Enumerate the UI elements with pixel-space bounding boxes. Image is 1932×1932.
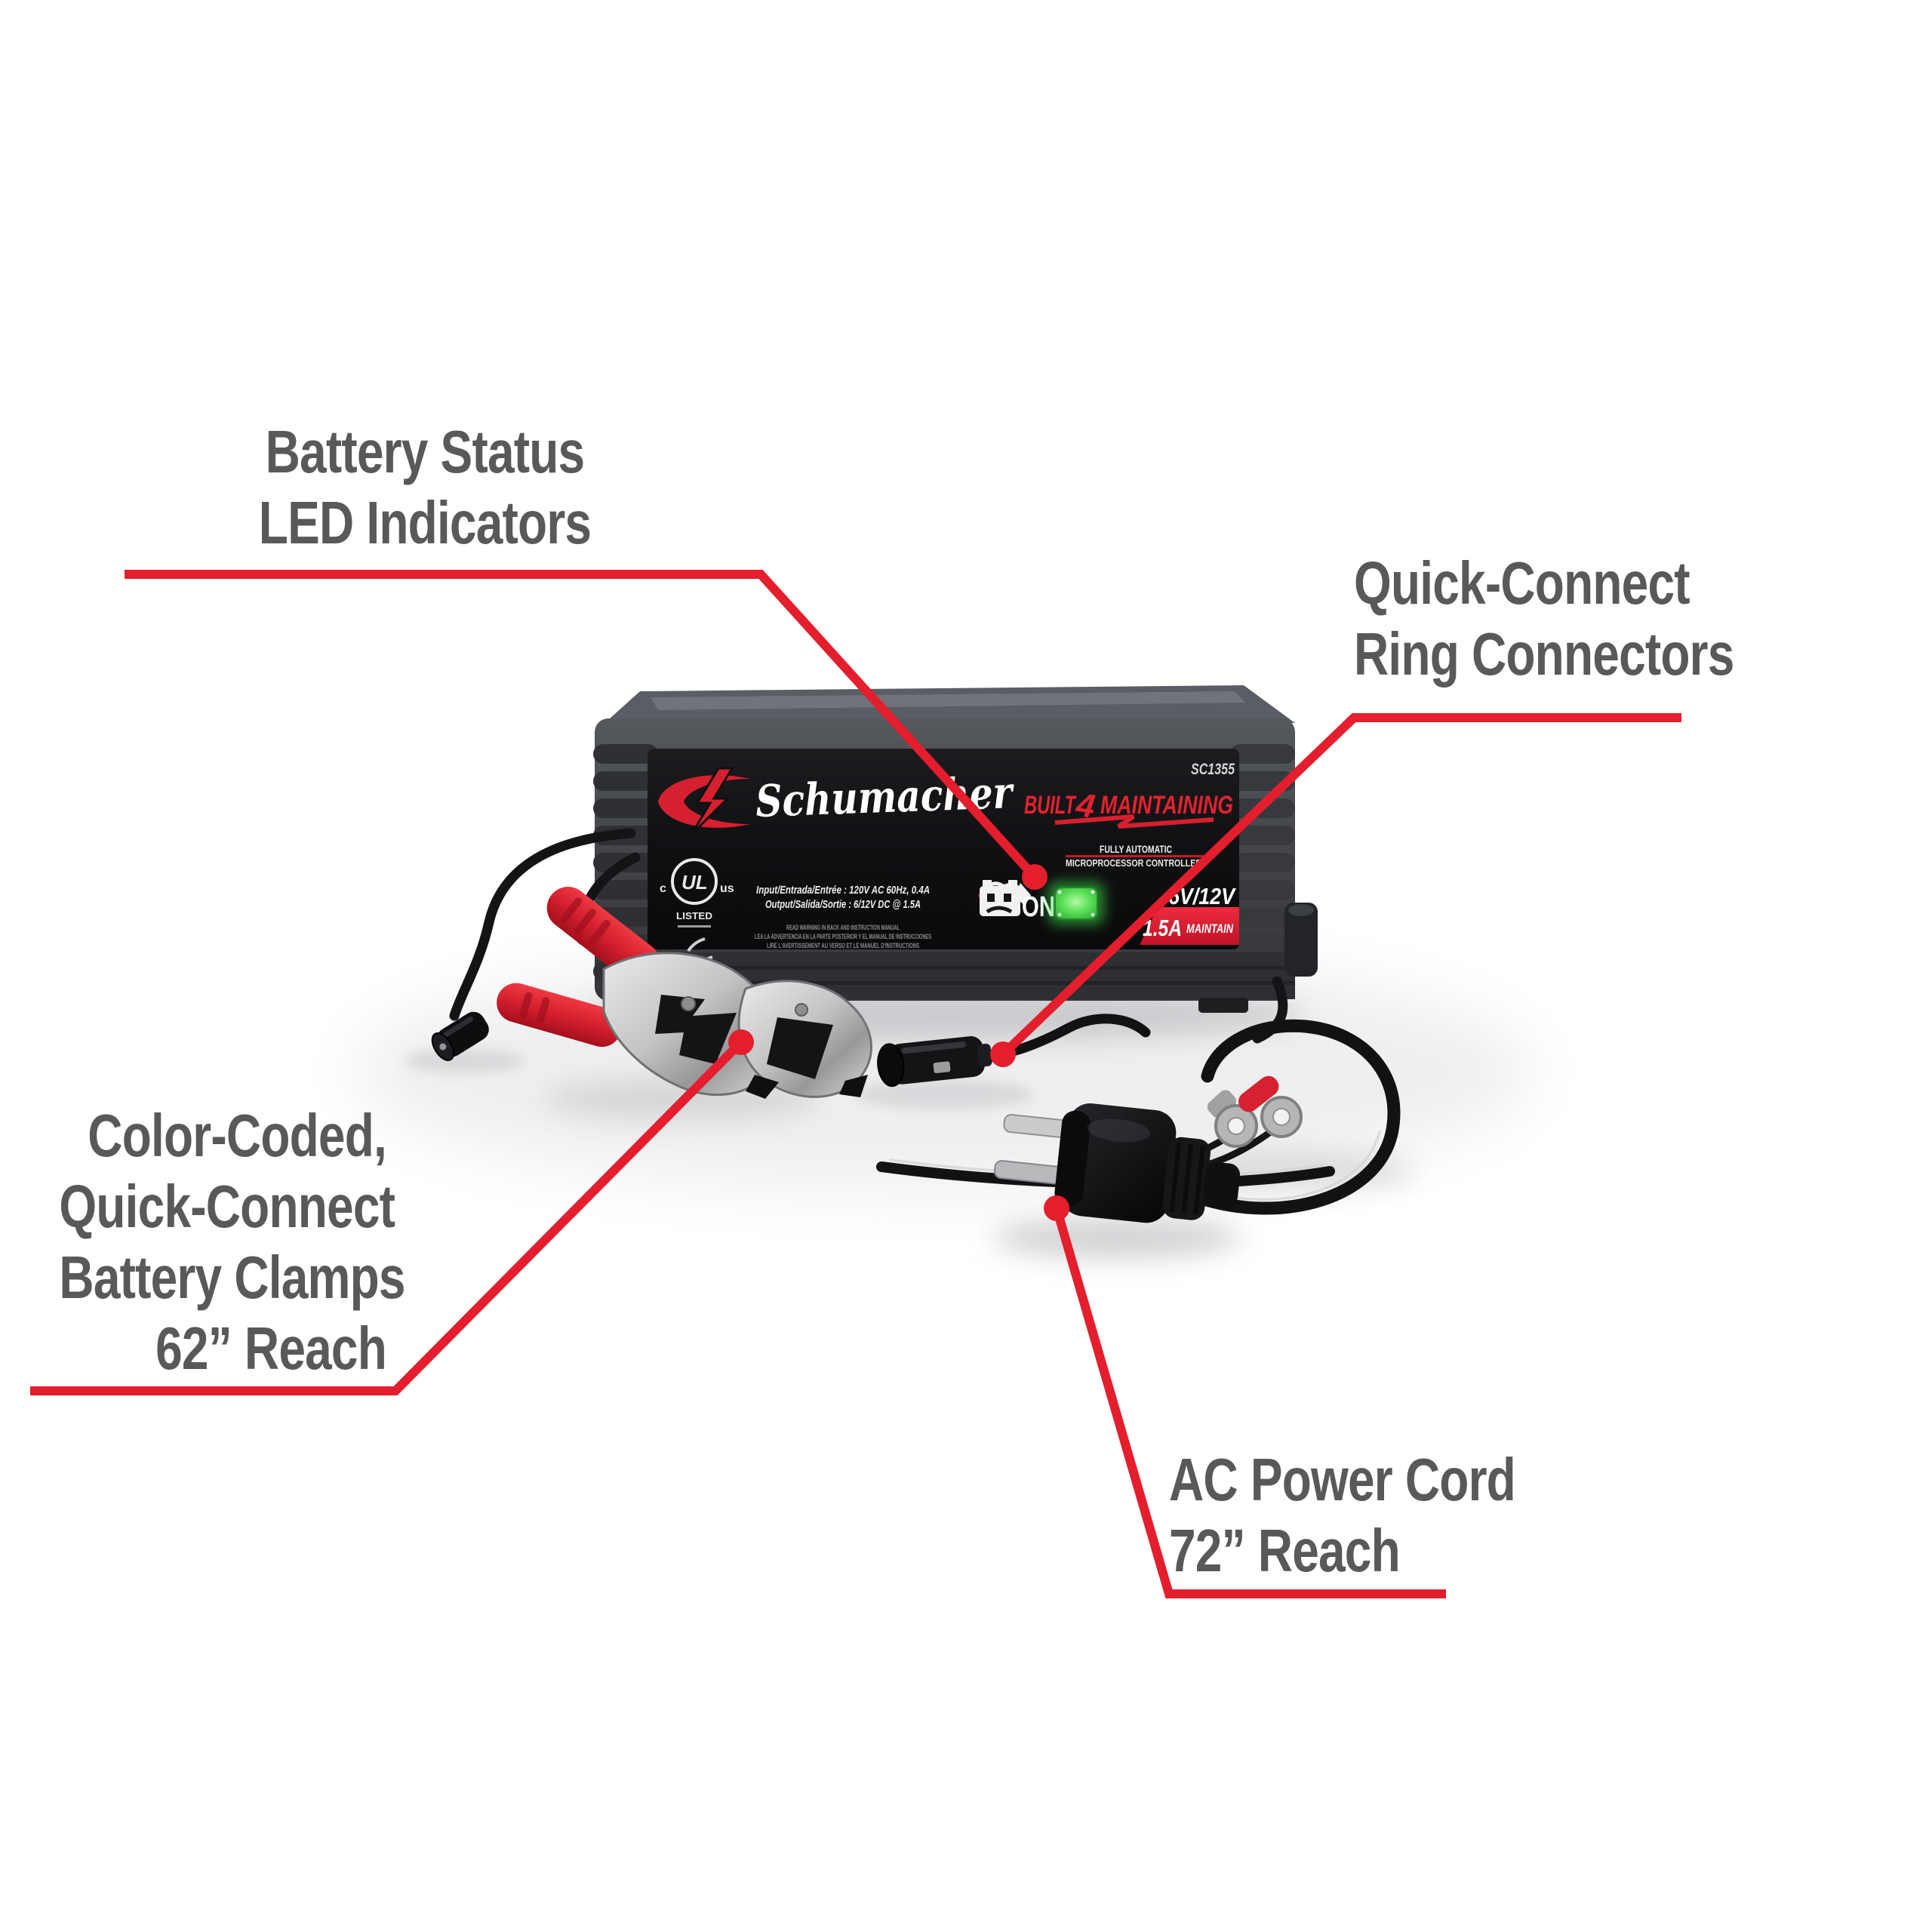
spec-output: Output/Salida/Sortie : 6/12V DC @ 1.5A [765, 898, 921, 911]
warning-text: READ WARNING IN BACK AND INSTRUCTION MAN… [755, 924, 931, 949]
maintain-word: MAINTAIN [1186, 921, 1234, 936]
led-screw [1091, 912, 1095, 917]
svg-text:LIRE L'AVERTISSEMENT AU VERSO: LIRE L'AVERTISSEMENT AU VERSO ET LE MANU… [767, 942, 919, 949]
grip-ridge [1181, 1143, 1194, 1214]
grip-ridge [1169, 1143, 1182, 1213]
ring-hole [1227, 1117, 1245, 1135]
model-number: SC1355 [1191, 761, 1235, 778]
clamp-bolt [681, 996, 696, 1011]
tagline-built: BUILT [1024, 791, 1077, 820]
ring-terminal-red [1238, 1075, 1303, 1138]
callout-line: Quick-Connect [1354, 549, 1690, 617]
callout-line: LED Indicators [258, 489, 592, 556]
subtitle-microprocessor: MICROPROCESSOR CONTROLLED [1066, 857, 1201, 869]
maintain-amps: 1.5A [1143, 915, 1182, 941]
voltage-label: 6V/12V [1168, 883, 1236, 909]
callout-line: 62” Reach [155, 1315, 387, 1382]
callout-line: Color-Coded, [88, 1102, 386, 1169]
ring-hole [1272, 1108, 1291, 1126]
callout-battery-clamps: Color-Coded, Quick-Connect Battery Clamp… [59, 1100, 405, 1384]
grip-ridge [1193, 1145, 1205, 1215]
clamp-jaw-right-teeth [767, 1017, 833, 1079]
side-knob-top [1288, 904, 1314, 916]
brand-script: Schumacher [755, 767, 1016, 827]
clamp-tip-black [746, 1075, 779, 1099]
clamp-handle-bottom [497, 983, 622, 1048]
callout-line: Ring Connectors [1354, 620, 1734, 688]
clamp-bolt [795, 1003, 808, 1017]
led-screw [1057, 890, 1062, 894]
callout-line: Battery Clamps [59, 1244, 405, 1311]
callout-line: Quick-Connect [59, 1173, 395, 1240]
ul-monogram: UL [681, 871, 708, 894]
ul-us: us [720, 882, 734, 895]
svg-text:READ WARNING IN BACK AND INSTR: READ WARNING IN BACK AND INSTRUCTION MAN… [786, 924, 900, 931]
ul-listed: LISTED [676, 910, 712, 921]
charger-foot-right [1198, 998, 1248, 1013]
led-screw [1057, 912, 1062, 917]
ac-plug-tail [1203, 1161, 1241, 1208]
callout-battery-status: Battery Status LED Indicators [183, 417, 666, 558]
tagline: BUILT 4 MAINTAINING [1024, 786, 1233, 829]
ac-plug-face [1054, 1110, 1091, 1206]
callout-line: AC Power Cord [1169, 1446, 1516, 1513]
ring-connectors [1207, 1075, 1303, 1148]
ac-plug-highlight [1087, 1118, 1151, 1143]
bottom-ridge [604, 981, 1295, 985]
svg-text:LEA LA ADVERTENCIA EN LA PARTE: LEA LA ADVERTENCIA EN LA PARTE POSTERIOR… [755, 933, 931, 940]
led-screw [1091, 890, 1095, 894]
tagline-maintaining: MAINTAINING [1100, 791, 1233, 820]
ring-red-sleeve [1238, 1075, 1279, 1112]
bottom-ridge [604, 966, 1295, 970]
callout-ac-power-cord: AC Power Cord 72” Reach [1169, 1444, 1592, 1586]
spec-input: Input/Entrada/Entrée : 120V AC 60Hz, 0.4… [756, 884, 930, 897]
subtitle-fully-automatic: FULLY AUTOMATIC [1100, 843, 1172, 855]
callout-ring-connectors: Quick-Connect Ring Connectors [1354, 548, 1813, 690]
sae-quick-connector [877, 1036, 992, 1088]
ul-c: c [660, 882, 666, 895]
ac-plug [993, 1103, 1241, 1223]
callout-line: 72” Reach [1169, 1517, 1401, 1584]
ring-barrel [1207, 1090, 1237, 1118]
clamp-tip-black [839, 1075, 868, 1097]
callout-line: Battery Status [265, 418, 586, 485]
